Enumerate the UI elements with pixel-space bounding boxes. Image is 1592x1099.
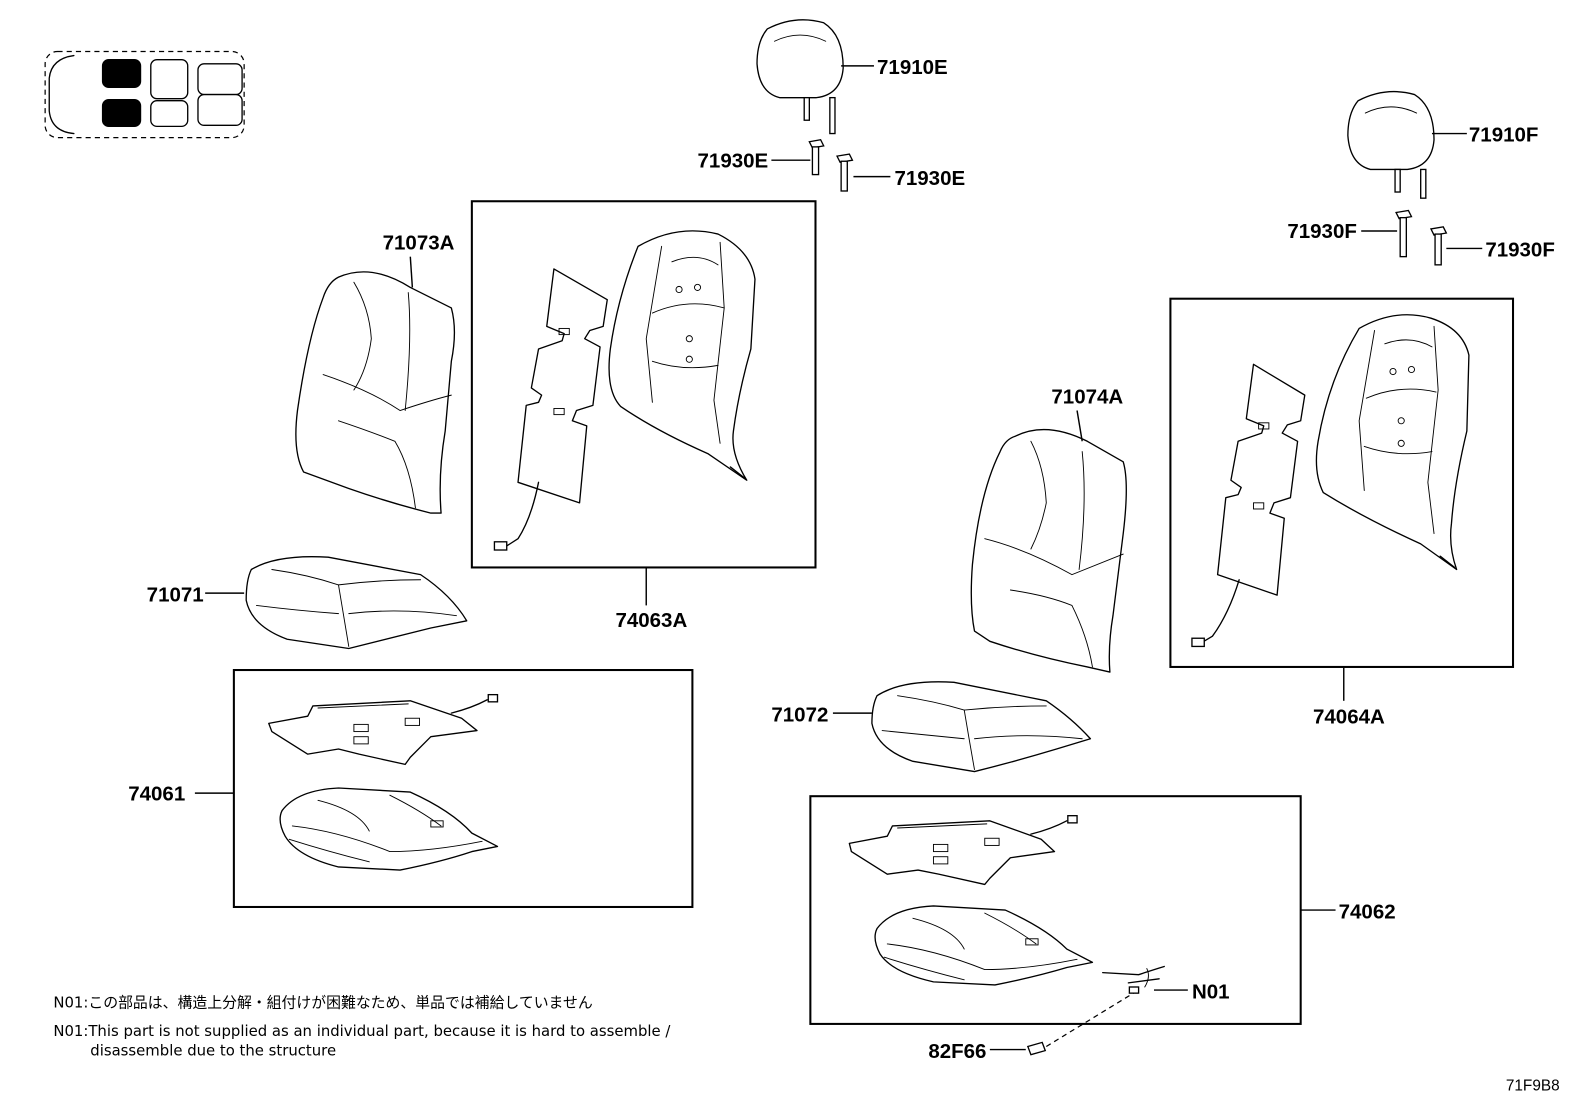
wire-harness-n01-drawing bbox=[1102, 965, 1165, 994]
note-n01-english-line2: disassemble due to the structure bbox=[90, 1042, 336, 1060]
callout-71073A[interactable]: 71073A bbox=[383, 231, 455, 254]
group-box-74063A bbox=[470, 200, 817, 569]
seat-third-row-left bbox=[197, 63, 243, 96]
callout-71072[interactable]: 71072 bbox=[771, 703, 828, 726]
seatback-cover-right-drawing bbox=[970, 428, 1127, 673]
callout-71910E[interactable]: 71910E bbox=[877, 56, 948, 79]
callout-74064A[interactable]: 74064A bbox=[1313, 705, 1385, 728]
callout-74062[interactable]: 74062 bbox=[1339, 900, 1396, 923]
callout-71074A[interactable]: 71074A bbox=[1051, 385, 1123, 408]
seat-third-row-right bbox=[197, 93, 243, 127]
seat-front-right-selected bbox=[101, 99, 142, 128]
seatback-cover-left-drawing bbox=[295, 271, 456, 514]
callout-N01[interactable]: N01 bbox=[1192, 980, 1230, 1003]
figure-code: 71F9B8 bbox=[1506, 1078, 1560, 1095]
leader-71073A bbox=[409, 256, 414, 288]
leader-71074A bbox=[1076, 410, 1083, 442]
callout-71910F[interactable]: 71910F bbox=[1469, 124, 1539, 147]
cushion-heater-mat-right-drawing bbox=[848, 815, 1078, 886]
seatback-frame-right-drawing bbox=[1315, 314, 1470, 571]
group-box-74064A bbox=[1169, 297, 1515, 668]
dashed-link-82F66 bbox=[1045, 992, 1134, 1048]
headrest-e-drawing bbox=[756, 19, 844, 135]
seat-second-row-left bbox=[150, 59, 189, 100]
callout-74061[interactable]: 74061 bbox=[128, 782, 185, 805]
cushion-heater-mat-left-drawing bbox=[268, 693, 499, 766]
cushion-frame-right-drawing bbox=[874, 905, 1094, 986]
support-e-left-drawing bbox=[808, 138, 825, 176]
cushion-cover-right-drawing bbox=[871, 681, 1092, 773]
group-box-74061 bbox=[232, 669, 694, 909]
callout-71930E-right[interactable]: 71930E bbox=[894, 167, 965, 190]
callout-71930F-right[interactable]: 71930F bbox=[1485, 239, 1555, 262]
callout-74063A[interactable]: 74063A bbox=[615, 609, 687, 632]
seatback-heater-mat-right-drawing bbox=[1191, 363, 1306, 648]
cushion-cover-left-drawing bbox=[245, 556, 468, 650]
support-f-right-drawing bbox=[1429, 226, 1448, 266]
callout-71930E-left[interactable]: 71930E bbox=[698, 149, 769, 172]
part-82f66-drawing bbox=[1026, 1041, 1047, 1056]
cushion-frame-left-drawing bbox=[279, 787, 499, 871]
headrest-f-drawing bbox=[1347, 90, 1435, 199]
support-e-right-drawing bbox=[836, 153, 854, 192]
note-n01-japanese: N01:この部品は、構造上分解・組付けが困難なため、単品では補給していません bbox=[53, 994, 592, 1012]
seatback-frame-left-drawing bbox=[608, 230, 756, 481]
seat-second-row-right bbox=[150, 100, 189, 128]
seatback-heater-mat-left-drawing bbox=[493, 268, 608, 551]
callout-82F66[interactable]: 82F66 bbox=[928, 1040, 986, 1063]
callout-71930F-left[interactable]: 71930F bbox=[1287, 220, 1357, 243]
seat-position-locator-icon bbox=[44, 50, 245, 139]
support-f-left-drawing bbox=[1395, 209, 1413, 258]
vehicle-outline bbox=[44, 50, 245, 139]
vehicle-front-outline bbox=[48, 54, 75, 135]
seat-front-left-selected bbox=[101, 59, 142, 89]
note-n01-english-line1: N01:This part is not supplied as an indi… bbox=[53, 1022, 670, 1040]
callout-71071[interactable]: 71071 bbox=[147, 583, 204, 606]
